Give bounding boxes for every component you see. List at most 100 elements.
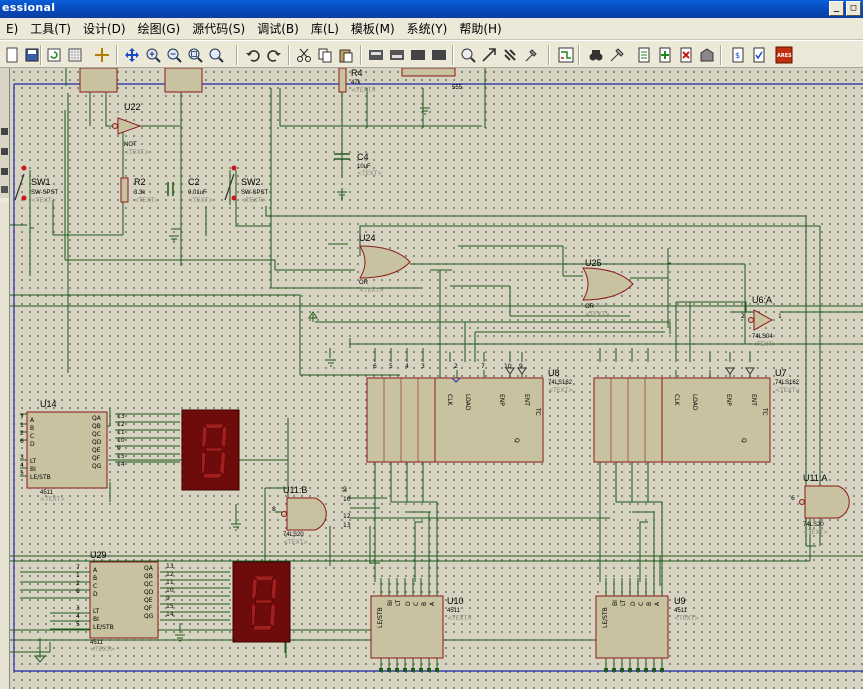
cut-icon[interactable] bbox=[294, 45, 313, 64]
u6a-pin-out: 1 bbox=[778, 313, 782, 320]
sw1-switch[interactable] bbox=[14, 165, 27, 201]
u10-decoder[interactable]: LE/STB BI LT D C B A bbox=[370, 595, 444, 659]
save-icon[interactable] bbox=[22, 45, 41, 64]
pick-device-icon[interactable] bbox=[458, 45, 477, 64]
decompose-icon[interactable] bbox=[521, 45, 540, 64]
schematic-canvas[interactable]: 555 R4 47k <TEXT> U22 NOT <TEXT> C4 10uF… bbox=[10, 68, 863, 689]
u22-not-gate[interactable] bbox=[112, 117, 142, 135]
package-icon[interactable] bbox=[500, 45, 519, 64]
property-icon[interactable] bbox=[607, 45, 626, 64]
c2-capacitor[interactable] bbox=[167, 182, 174, 196]
u25-ref: U25 bbox=[585, 258, 602, 268]
u29-pin-b: 1 bbox=[76, 572, 80, 579]
chip-top-left[interactable] bbox=[79, 68, 118, 93]
menu-system[interactable]: 系统(Y) bbox=[406, 21, 448, 36]
redo-icon[interactable] bbox=[264, 45, 283, 64]
u9-lbl-a: A bbox=[654, 601, 661, 606]
zoom-in-icon[interactable] bbox=[143, 45, 162, 64]
menu-design[interactable]: 设计(D) bbox=[82, 21, 126, 36]
zoom-all-icon[interactable] bbox=[185, 45, 204, 64]
refresh-icon[interactable] bbox=[44, 45, 63, 64]
paste-icon[interactable] bbox=[336, 45, 355, 64]
u29-pin-a: 7 bbox=[76, 564, 80, 571]
u9-lbl-b: B bbox=[646, 602, 653, 606]
chip-top-mid[interactable] bbox=[164, 68, 203, 93]
u14-decoder[interactable]: A B C D LT BI LE/STB QA QB QC QD QE QF Q… bbox=[20, 411, 125, 489]
menu-help[interactable]: 帮助(H) bbox=[459, 21, 502, 36]
u29-pin-qa: 13 bbox=[166, 563, 174, 570]
menu-graph[interactable]: 绘图(G) bbox=[137, 21, 181, 36]
u10-lbl-bi: BI bbox=[387, 600, 394, 606]
r4-resistor[interactable] bbox=[338, 68, 347, 93]
side-panel[interactable] bbox=[0, 68, 10, 689]
menu-tools[interactable]: 工具(T) bbox=[30, 21, 71, 36]
undo-icon[interactable] bbox=[243, 45, 262, 64]
menu-template[interactable]: 模板(M) bbox=[350, 21, 395, 36]
u11a-ref: U11:A bbox=[803, 473, 827, 483]
panel-tab-icon-2[interactable] bbox=[1, 148, 8, 155]
u29-decoder[interactable]: A B C D LT BI LE/STB QA QB QC QD QE QF Q… bbox=[76, 561, 174, 639]
pan-icon[interactable] bbox=[122, 45, 141, 64]
u8-counter[interactable]: CLK LOAD ENP ENT TC Q 6 5 4 3 2 7 10 9 bbox=[366, 363, 544, 463]
block-rotate-icon[interactable] bbox=[408, 45, 427, 64]
block-move-icon[interactable] bbox=[387, 45, 406, 64]
minimize-button[interactable]: _ bbox=[829, 1, 844, 16]
u11b-nand-gate[interactable] bbox=[281, 497, 327, 531]
u29-value: 4511 bbox=[90, 640, 104, 646]
u7-clk-label: CLK bbox=[673, 394, 680, 407]
zoom-area-icon[interactable] bbox=[206, 45, 225, 64]
menu-source[interactable]: 源代码(S) bbox=[192, 21, 246, 36]
menu-debug[interactable]: 调试(B) bbox=[257, 21, 299, 36]
u14-pin-qg: 14 bbox=[117, 461, 125, 468]
c4-capacitor[interactable] bbox=[334, 153, 350, 160]
ares-icon[interactable]: ARES bbox=[774, 45, 793, 64]
wire-autorouter-icon[interactable] bbox=[556, 45, 575, 64]
u11b-text: <TEXT> bbox=[283, 539, 308, 546]
seven-segment-display-2[interactable] bbox=[232, 561, 291, 643]
u9-lbl-bi: BI bbox=[612, 600, 619, 606]
menu-library[interactable]: 库(L) bbox=[310, 21, 339, 36]
make-device-icon[interactable] bbox=[479, 45, 498, 64]
u14-pin-qe: 9 bbox=[117, 445, 121, 452]
u9-decoder[interactable]: LE/STB BI LT D C B A bbox=[595, 595, 669, 659]
panel-tab-icon-4[interactable] bbox=[1, 186, 8, 193]
u24-ref: U24 bbox=[359, 233, 376, 243]
c4-text: <TEXT> bbox=[357, 170, 382, 177]
u14-pin-qd: 10 bbox=[117, 437, 125, 444]
block-delete-icon[interactable] bbox=[429, 45, 448, 64]
panel-tab-icon-3[interactable] bbox=[1, 168, 8, 175]
u29-pin-qe: 9 bbox=[166, 595, 170, 602]
u11a-pin-out: 6 bbox=[791, 495, 795, 502]
u9-lbl-lt: LT bbox=[620, 599, 627, 606]
u25-or-gate[interactable] bbox=[582, 267, 634, 301]
u7-counter[interactable]: CLK LOAD ENP ENT TC Q bbox=[593, 367, 771, 463]
u24-or-gate[interactable] bbox=[359, 245, 411, 279]
goto-sheet-icon[interactable] bbox=[676, 45, 695, 64]
menu-edit[interactable]: E) bbox=[6, 21, 19, 36]
chip-555[interactable] bbox=[401, 68, 456, 77]
sw1-ref: SW1 bbox=[31, 177, 51, 187]
new-sheet-icon[interactable] bbox=[634, 45, 653, 64]
r2-resistor[interactable] bbox=[120, 177, 129, 203]
zoom-out-icon[interactable] bbox=[164, 45, 183, 64]
grid-icon[interactable] bbox=[65, 45, 84, 64]
origin-icon[interactable] bbox=[92, 45, 111, 64]
block-copy-icon[interactable] bbox=[366, 45, 385, 64]
sw2-value: SW-SPST bbox=[241, 190, 269, 196]
bom-icon[interactable] bbox=[697, 45, 716, 64]
u7-ref: U7 bbox=[775, 368, 787, 378]
u6a-inverter[interactable] bbox=[748, 309, 774, 331]
seven-segment-display-1[interactable] bbox=[181, 409, 240, 491]
panel-tab-icon[interactable] bbox=[1, 128, 8, 135]
u555-value: 555 bbox=[452, 85, 463, 91]
copy-icon[interactable] bbox=[315, 45, 334, 64]
erc-check-icon[interactable] bbox=[749, 45, 768, 64]
sw2-switch[interactable] bbox=[224, 165, 237, 201]
u14-lbl-qa: QA bbox=[92, 415, 102, 422]
u11a-nand-gate[interactable] bbox=[799, 485, 850, 519]
erc-icon[interactable]: $ bbox=[728, 45, 747, 64]
search-icon[interactable] bbox=[586, 45, 605, 64]
page-icon[interactable] bbox=[2, 45, 21, 64]
remove-sheet-icon[interactable] bbox=[655, 45, 674, 64]
maximize-button[interactable]: □ bbox=[846, 1, 861, 16]
